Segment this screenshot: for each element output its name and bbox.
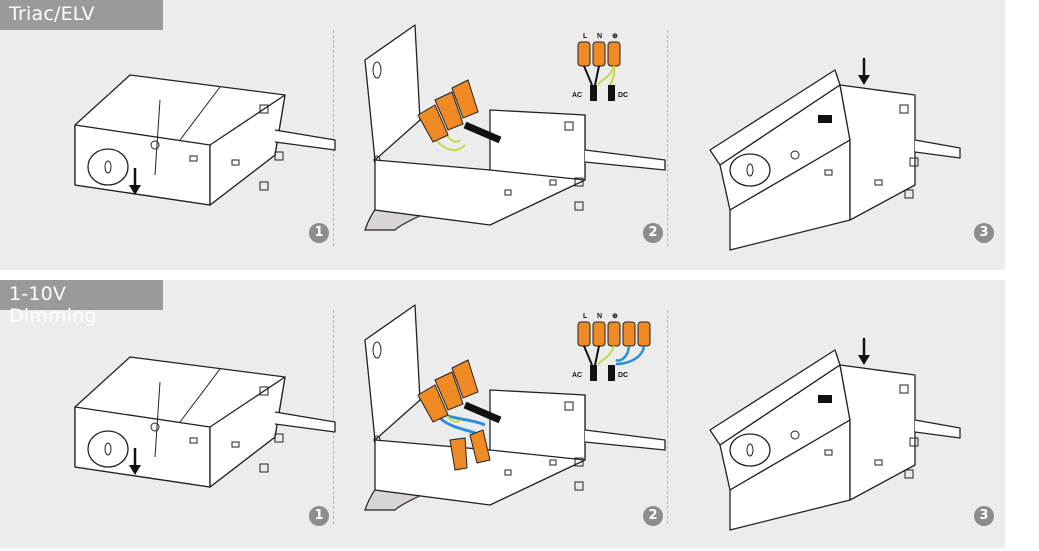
- open-junction-box-wiring-figure: [364, 304, 666, 511]
- ac-label: AC: [572, 92, 582, 99]
- down-arrow-icon: [858, 58, 870, 85]
- dimming-1-10v-panel: 1-10V Dimming: [0, 280, 1005, 548]
- step-number-badge: 1: [309, 506, 329, 526]
- neutral-label: N: [597, 33, 602, 40]
- closed-junction-box-figure: [74, 356, 336, 488]
- closing-lid-figure: [709, 69, 961, 251]
- live-label: L: [583, 33, 588, 40]
- section-title: 1-10V Dimming: [0, 280, 163, 327]
- step-number-badge: 3: [974, 223, 994, 243]
- ground-label: ⊕: [612, 33, 618, 40]
- step-number-badge: 1: [309, 223, 329, 243]
- triac-elv-panel: Triac/ELV: [0, 0, 1005, 270]
- closed-junction-box-figure: [74, 74, 336, 206]
- terminal-inset-figure: L N ⊕ AC DC: [572, 313, 651, 381]
- step-divider: [667, 310, 668, 524]
- section-title: Triac/ELV: [0, 0, 163, 30]
- step-divider: [333, 30, 334, 246]
- wire-nut-icon: [417, 359, 491, 471]
- neutral-label: N: [597, 313, 602, 320]
- step-divider: [333, 310, 334, 524]
- step-number-badge: 3: [974, 506, 994, 526]
- live-label: L: [583, 313, 588, 320]
- terminal-inset-figure: L N ⊕ AC DC: [572, 33, 628, 101]
- ground-label: ⊕: [612, 313, 618, 320]
- step-number-badge: 2: [643, 223, 663, 243]
- down-arrow-icon: [129, 168, 141, 195]
- open-junction-box-wiring-figure: [364, 24, 666, 231]
- down-arrow-icon: [129, 448, 141, 475]
- step-divider: [667, 30, 668, 246]
- wire-nut-icon: [577, 321, 651, 347]
- closing-lid-figure: [709, 349, 961, 531]
- wire-nut-icon: [417, 79, 479, 143]
- step-number-badge: 2: [643, 506, 663, 526]
- dc-label: DC: [618, 372, 628, 379]
- ac-label: AC: [572, 372, 582, 379]
- dc-label: DC: [618, 92, 628, 99]
- down-arrow-icon: [858, 338, 870, 365]
- wire-nut-icon: [577, 41, 621, 67]
